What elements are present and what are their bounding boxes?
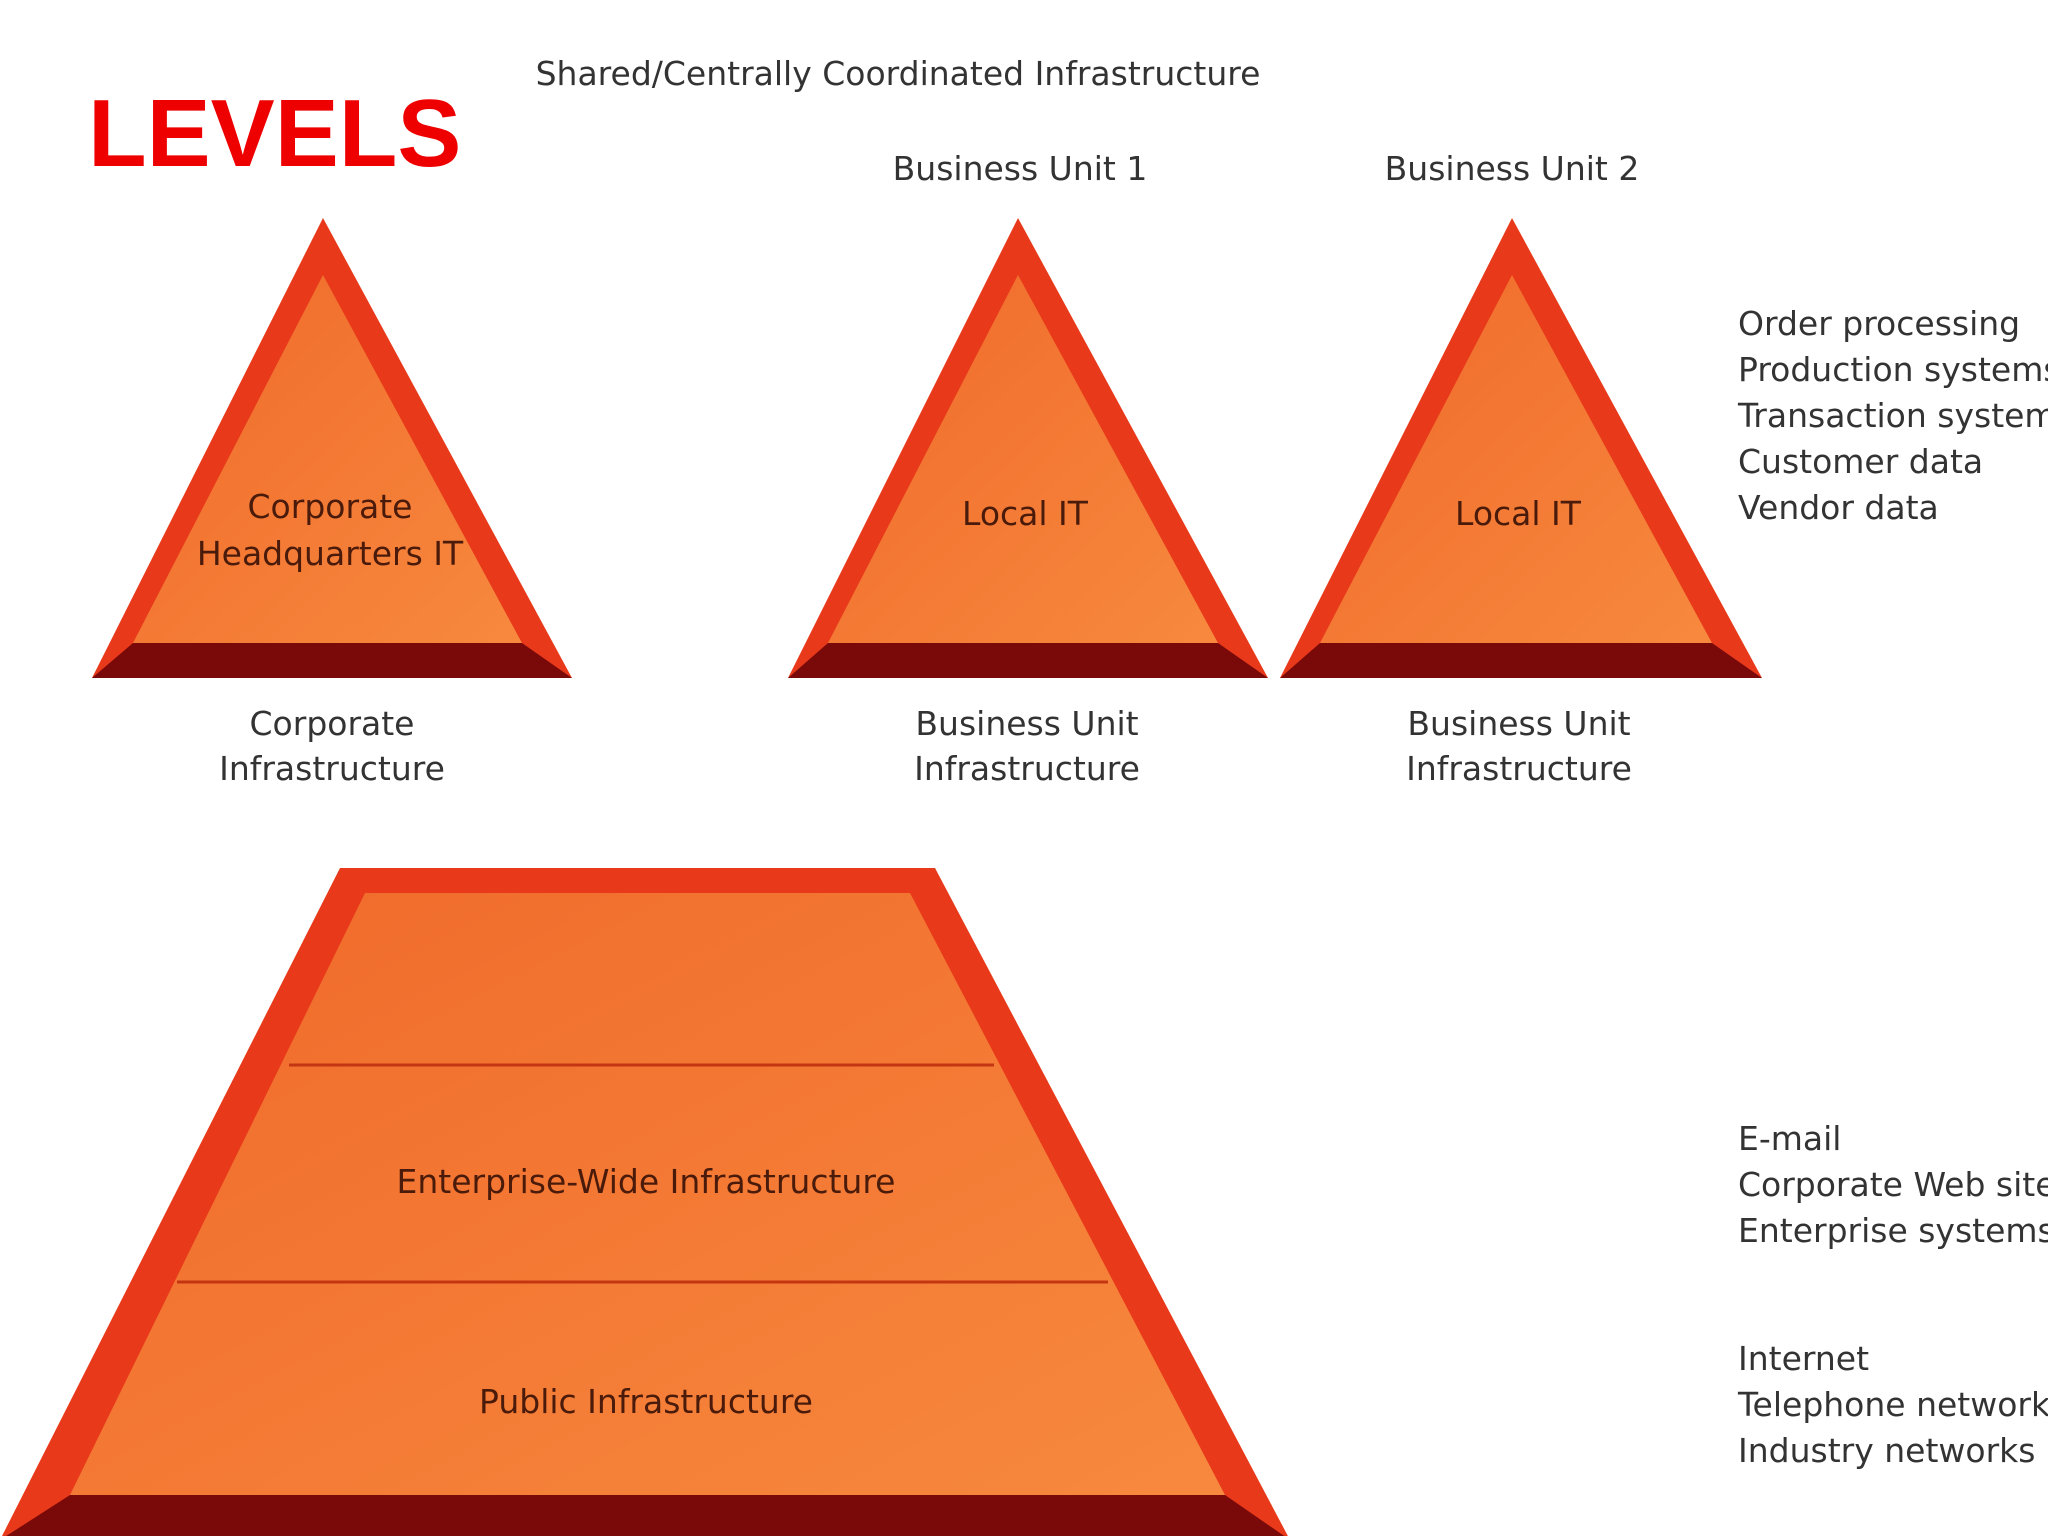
infrastructure-pyramid xyxy=(2,868,1288,1536)
enterprise-wide-infrastructure-label: Enterprise-Wide Infrastructure xyxy=(397,1162,896,1201)
business-unit-2-heading: Business Unit 2 xyxy=(1385,149,1640,188)
page-title: LEVELS xyxy=(88,80,461,187)
enterprise-systems-list: E-mail Corporate Web site Enterprise sys… xyxy=(1738,1119,2048,1250)
list-item: Corporate Web site xyxy=(1738,1165,2048,1204)
shared-infrastructure-caption: Shared/Centrally Coordinated Infrastruct… xyxy=(536,54,1261,93)
corporate-infrastructure-caption-line2: Infrastructure xyxy=(219,749,445,788)
local-systems-list: Order processing Production systems Tran… xyxy=(1737,304,2048,527)
list-item: Customer data xyxy=(1738,442,1983,481)
corporate-hq-triangle xyxy=(92,218,572,678)
list-item: Telephone network xyxy=(1737,1385,2048,1424)
list-item: Enterprise systems xyxy=(1738,1211,2048,1250)
list-item: Vendor data xyxy=(1738,488,1939,527)
business-unit-1-triangle xyxy=(788,218,1268,678)
business-unit-1-local-it-label: Local IT xyxy=(962,494,1089,533)
list-item: Transaction systems xyxy=(1737,396,2048,435)
business-unit-2-triangle xyxy=(1280,218,1762,678)
list-item: Internet xyxy=(1738,1339,1869,1378)
list-item: Industry networks xyxy=(1738,1431,2035,1470)
business-unit-1-infrastructure-caption-line2: Infrastructure xyxy=(914,749,1140,788)
business-unit-2-local-it-label: Local IT xyxy=(1455,494,1582,533)
list-item: Order processing xyxy=(1738,304,2020,343)
corporate-infrastructure-caption-line1: Corporate xyxy=(250,704,415,743)
business-unit-2-infrastructure-caption-line1: Business Unit xyxy=(1407,704,1630,743)
business-unit-2-infrastructure-caption-line2: Infrastructure xyxy=(1406,749,1632,788)
corporate-hq-label-line2: Headquarters IT xyxy=(197,534,464,573)
list-item: Production systems xyxy=(1738,350,2048,389)
business-unit-1-heading: Business Unit 1 xyxy=(893,149,1148,188)
public-systems-list: Internet Telephone network Industry netw… xyxy=(1737,1339,2048,1470)
public-infrastructure-label: Public Infrastructure xyxy=(479,1382,813,1421)
business-unit-1-infrastructure-caption-line1: Business Unit xyxy=(915,704,1138,743)
corporate-hq-label-line1: Corporate xyxy=(248,487,413,526)
list-item: E-mail xyxy=(1738,1119,1841,1158)
